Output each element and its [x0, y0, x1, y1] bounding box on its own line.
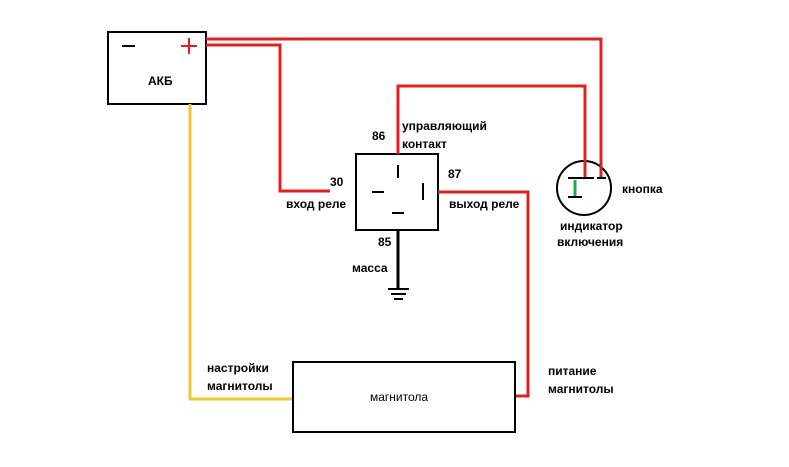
radio-box	[292, 361, 516, 433]
power-label-2: магнитолы	[548, 382, 614, 396]
control-label-1: управляющий	[402, 119, 487, 133]
pin30-label: 30	[330, 175, 344, 189]
ground-label: масса	[352, 261, 388, 275]
wire-relay87-to-radio-power	[438, 190, 530, 398]
pin87-label: 87	[448, 167, 462, 181]
indicator-label-1: индикатор	[560, 219, 623, 233]
control-label-2: контакт	[402, 137, 447, 151]
indicator-label-2: включения	[557, 235, 623, 249]
wire-battery-to-button	[206, 37, 603, 178]
battery-label: АКБ	[148, 74, 173, 88]
radio-label: магнитола	[370, 390, 428, 404]
battery-box	[107, 31, 207, 105]
settings-label-2: магнитолы	[207, 379, 273, 393]
pin85-label: 85	[378, 235, 392, 249]
wire-battery-to-radio-settings	[188, 104, 293, 401]
settings-label-1: настройки	[207, 361, 269, 375]
button-label: кнопка	[622, 182, 663, 196]
relay-input-label: вход реле	[286, 197, 346, 211]
wire-relay86-to-button	[396, 84, 587, 180]
power-label-1: питание	[548, 364, 597, 378]
pin86-label: 86	[372, 129, 386, 143]
wire-battery-to-relay-30	[206, 43, 330, 193]
relay-output-label: выход реле	[449, 197, 520, 211]
